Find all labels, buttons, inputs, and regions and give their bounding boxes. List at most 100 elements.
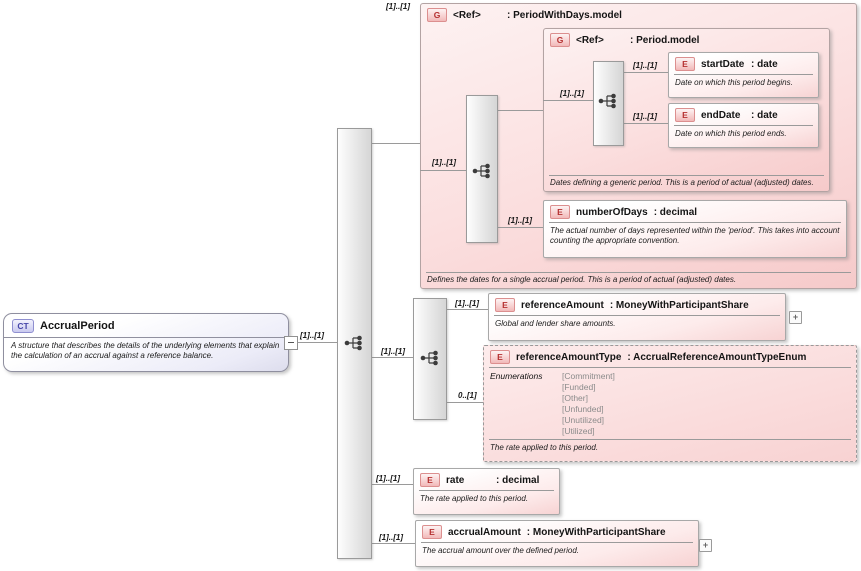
- cardinality-label: [1]..[1]: [300, 331, 324, 340]
- element-type: : MoneyWithParticipantShare: [609, 299, 749, 311]
- group-description: Defines the dates for a single accrual p…: [426, 272, 851, 286]
- cardinality-label: [1]..[1]: [381, 347, 405, 356]
- element-referenceamount-box[interactable]: E referenceAmount : MoneyWithParticipant…: [488, 293, 786, 341]
- cardinality-label: [1]..[1]: [376, 474, 400, 483]
- connector-line: [496, 227, 543, 228]
- element-description: The rate applied to this period.: [490, 443, 599, 452]
- element-name: referenceAmountType: [516, 351, 622, 363]
- complextype-title: AccrualPeriod: [40, 320, 115, 332]
- element-description: Date on which this period begins.: [675, 78, 793, 87]
- element-type: : decimal: [653, 206, 698, 218]
- element-startdate-box[interactable]: E startDate : date Date on which this pe…: [668, 52, 819, 98]
- separator: [489, 367, 851, 368]
- complextype-accrualperiod-box[interactable]: CT AccrualPeriod A structure that descri…: [3, 313, 289, 372]
- element-type: : date: [751, 109, 778, 121]
- enumeration-value: [Unutilized]: [562, 415, 605, 425]
- element-badge-icon: E: [495, 298, 515, 312]
- connector-line: [445, 309, 488, 310]
- sequence-connector-period[interactable]: [593, 61, 624, 146]
- group-periodwithdays-header: G <Ref> : PeriodWithDays.model: [421, 4, 856, 25]
- connector-line: [370, 543, 415, 544]
- expand-button[interactable]: +: [789, 311, 802, 324]
- connector-line: [370, 357, 413, 358]
- element-type: : AccrualReferenceAmountTypeEnum: [627, 351, 807, 363]
- sequence-connector-amounts[interactable]: [413, 298, 447, 420]
- enumeration-value: [Other]: [562, 393, 588, 403]
- element-badge-icon: E: [675, 57, 695, 71]
- enumeration-value: [Utilized]: [562, 426, 595, 436]
- element-description: The actual number of days represented wi…: [550, 226, 840, 245]
- separator: [489, 439, 851, 440]
- element-badge-icon: E: [420, 473, 440, 487]
- element-badge-icon: E: [675, 108, 695, 122]
- element-description: The accrual amount over the defined peri…: [422, 546, 579, 555]
- element-badge-icon: E: [550, 205, 570, 219]
- sequence-connector-periodwithdays[interactable]: [466, 95, 498, 243]
- enumeration-value: [Funded]: [562, 382, 596, 392]
- connector-line: [622, 72, 668, 73]
- element-numberofdays-box[interactable]: E numberOfDays : decimal The actual numb…: [543, 200, 847, 258]
- separator: [674, 74, 813, 75]
- cardinality-label: [1]..[1]: [560, 89, 584, 98]
- enumerations-section: Enumerations [Commitment] [Funded] [Othe…: [484, 368, 856, 439]
- enumeration-value: [Unfunded]: [562, 404, 604, 414]
- connector-line: [445, 402, 483, 403]
- group-type: : PeriodWithDays.model: [507, 9, 622, 21]
- element-type: : MoneyWithParticipantShare: [526, 526, 666, 538]
- collapse-handle[interactable]: [284, 336, 298, 350]
- element-accrualamount-box[interactable]: E accrualAmount : MoneyWithParticipantSh…: [415, 520, 699, 567]
- connector-line: [543, 100, 593, 101]
- element-name: numberOfDays: [576, 206, 648, 218]
- element-name: rate: [446, 474, 465, 486]
- element-type: : date: [751, 58, 778, 70]
- element-type: : decimal: [496, 474, 540, 486]
- connector-line: [370, 143, 420, 144]
- group-period-header: G <Ref> : Period.model: [544, 29, 829, 50]
- separator: [674, 125, 813, 126]
- element-badge-icon: E: [422, 525, 442, 539]
- separator: [419, 490, 554, 491]
- sequence-icon: [344, 335, 362, 351]
- group-ref-name: <Ref>: [453, 9, 481, 21]
- element-rate-box[interactable]: E rate : decimal The rate applied to thi…: [413, 468, 560, 515]
- element-description: The rate applied to this period.: [420, 494, 529, 503]
- element-badge-icon: E: [490, 350, 510, 364]
- group-type: : Period.model: [630, 34, 700, 46]
- cardinality-label: [1]..[1]: [508, 216, 532, 225]
- sequence-connector-main[interactable]: [337, 128, 372, 559]
- connector-line: [420, 170, 466, 171]
- cardinality-label: 0..[1]: [458, 391, 477, 400]
- element-description: Global and lender share amounts.: [495, 319, 616, 328]
- expand-button[interactable]: +: [699, 539, 712, 552]
- group-badge-icon: G: [550, 33, 570, 47]
- cardinality-label: [1]..[1]: [633, 112, 657, 121]
- element-name: accrualAmount: [448, 526, 521, 538]
- element-description: Date on which this period ends.: [675, 129, 787, 138]
- separator: [421, 542, 693, 543]
- cardinality-label: [1]..[1]: [432, 158, 456, 167]
- cardinality-label: [1]..[1]: [633, 61, 657, 70]
- connector-line: [370, 484, 413, 485]
- group-description: Dates defining a generic period. This is…: [549, 175, 824, 189]
- group-ref-name: <Ref>: [576, 34, 604, 46]
- cardinality-label: [1]..[1]: [379, 533, 403, 542]
- cardinality-label: [1]..[1]: [386, 2, 410, 11]
- complextype-description: A structure that describes the details o…: [11, 341, 280, 360]
- group-badge-icon: G: [427, 8, 447, 22]
- connector-line: [496, 110, 543, 111]
- element-name: endDate: [701, 109, 741, 121]
- cardinality-label: [1]..[1]: [455, 299, 479, 308]
- connector-line: [622, 123, 668, 124]
- enumeration-value: [Commitment]: [562, 371, 615, 381]
- separator: [494, 315, 780, 316]
- complextype-badge-icon: CT: [12, 319, 34, 333]
- connector-line: [296, 342, 337, 343]
- separator: [549, 222, 841, 223]
- enumerations-label: Enumerations: [490, 371, 543, 381]
- element-referenceamounttype-box[interactable]: E referenceAmountType : AccrualReference…: [483, 345, 857, 462]
- sequence-icon: [420, 350, 438, 366]
- element-name: startDate: [701, 58, 745, 70]
- element-enddate-box[interactable]: E endDate : date Date on which this peri…: [668, 103, 819, 148]
- element-name: referenceAmount: [521, 299, 604, 311]
